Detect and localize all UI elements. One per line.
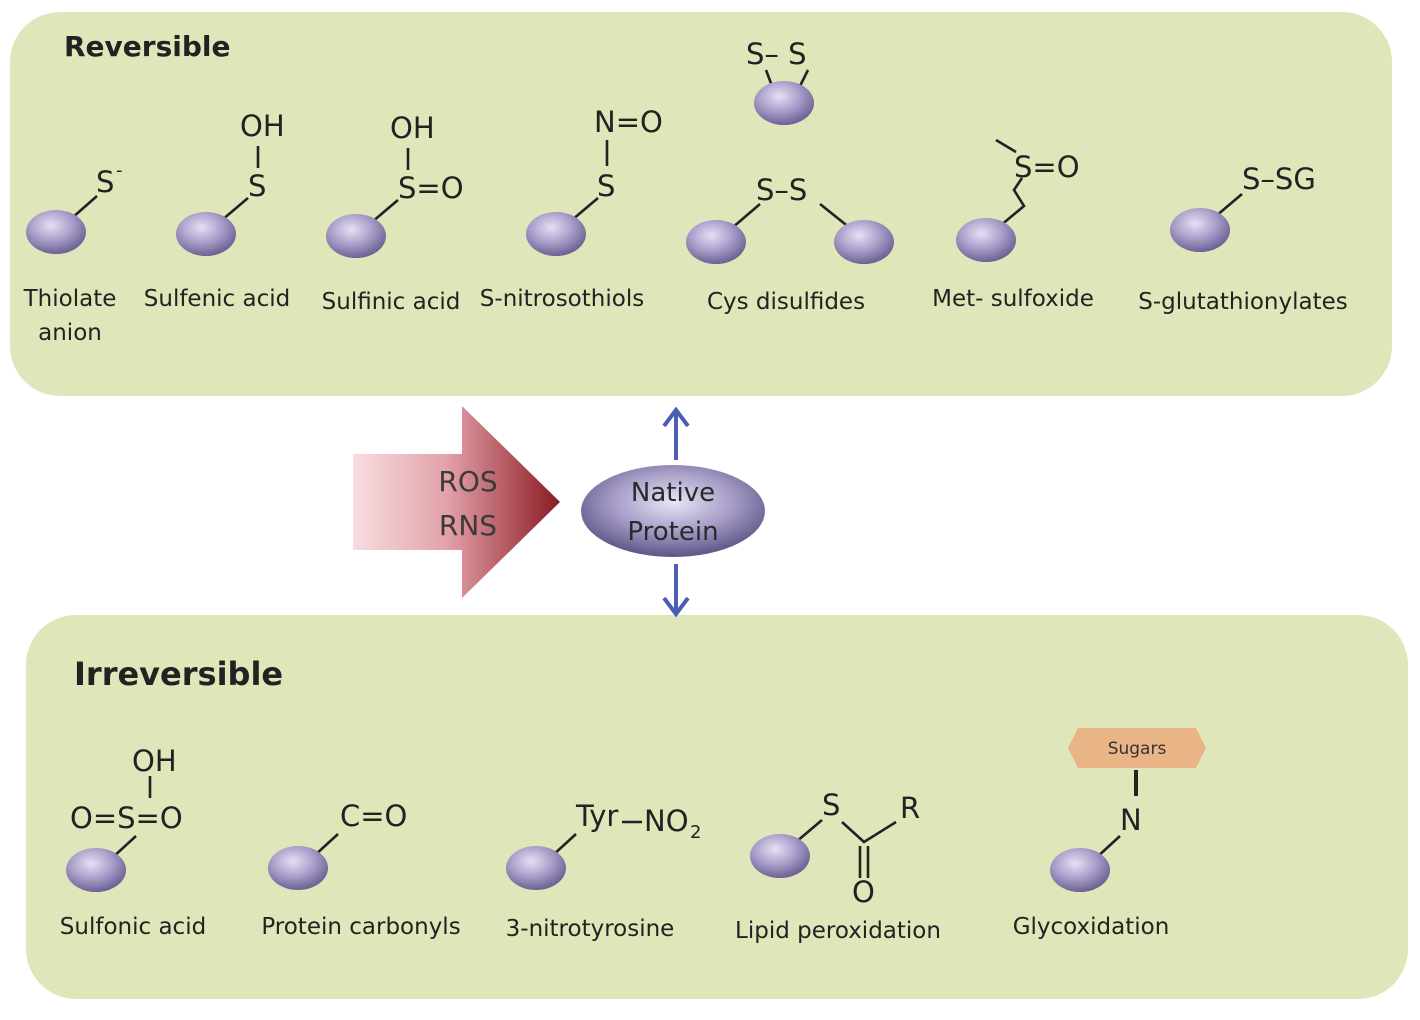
tyrosine-label: Tyr xyxy=(575,799,618,833)
protein-label: Protein xyxy=(627,517,718,547)
ros-rns-arrow: ROS RNS xyxy=(353,406,560,598)
label-glycoxidation: Glycoxidation xyxy=(1012,914,1170,940)
nitrogen-atom: N xyxy=(1120,803,1142,837)
disulfide-bond: S– S xyxy=(746,37,807,71)
ros-label: ROS xyxy=(438,465,497,498)
protein-bead xyxy=(268,846,328,890)
rns-label: RNS xyxy=(439,509,497,542)
glutathione-group: S–SG xyxy=(1242,162,1316,196)
nitrotyrosine-structure: Tyr NO 2 xyxy=(506,799,701,890)
protein-bead xyxy=(176,212,236,256)
label-met-sulfoxide: Met- sulfoxide xyxy=(932,286,1094,312)
protein-carbonyl-structure: C=O xyxy=(268,799,407,890)
label-s-nitrosothiols: S-nitrosothiols xyxy=(479,286,645,312)
sulfinic-acid-structure: OH S=O xyxy=(326,111,464,258)
label-sulfinic-acid: Sulfinic acid xyxy=(321,289,461,315)
nitro-group: NO xyxy=(644,804,689,838)
label-sulfenic-acid: Sulfenic acid xyxy=(143,286,291,312)
hydroxyl-group: OH xyxy=(132,744,177,778)
charge-sign: - xyxy=(116,160,123,181)
sulfur-atom: S xyxy=(822,788,840,822)
native-label: Native xyxy=(631,478,715,508)
protein-bead xyxy=(526,212,586,256)
down-arrow xyxy=(662,564,690,618)
label-lipid-peroxidation: Lipid peroxidation xyxy=(735,918,941,944)
sugars-label: Sugars xyxy=(1108,739,1167,759)
label-sulfonic-acid: Sulfonic acid xyxy=(59,914,207,940)
protein-bead xyxy=(1170,208,1230,252)
sulfonic-acid-structure: OH O=S=O xyxy=(66,744,183,892)
sulfoxide-group: S=O xyxy=(1014,150,1080,184)
protein-bead xyxy=(834,220,894,264)
reversible-title: Reversible xyxy=(64,30,231,63)
protein-bead xyxy=(26,210,86,254)
carbonyl-group: C=O xyxy=(340,799,407,833)
protein-bead xyxy=(686,220,746,264)
s-glutathionylate-structure: S–SG xyxy=(1170,162,1316,252)
label-cys-disulfides: Cys disulfides xyxy=(706,289,866,315)
label-protein-carbonyls: Protein carbonyls xyxy=(261,914,461,940)
thiolate-structure: S - xyxy=(26,160,123,254)
protein-bead xyxy=(750,834,810,878)
protein-bead xyxy=(956,218,1016,262)
protein-bead xyxy=(1050,848,1110,892)
hydroxyl-group: OH xyxy=(390,111,435,145)
sulfur-atom: S xyxy=(597,169,615,203)
met-sulfoxide-structure: S=O xyxy=(956,138,1080,262)
r-group: R xyxy=(900,791,920,825)
sulfonyl-group: O=S=O xyxy=(70,801,183,835)
stress-arrow-shape xyxy=(353,406,560,598)
label-3-nitrotyrosine: 3-nitrotyrosine xyxy=(505,916,675,942)
s-nitrosothiol-structure: N=O S xyxy=(526,105,663,256)
native-protein-shape xyxy=(581,465,765,557)
sulfenic-acid-structure: OH S xyxy=(176,109,285,256)
irreversible-title: Irreversible xyxy=(74,655,284,693)
disulfide-bond: S–S xyxy=(756,173,807,207)
sulfinyl-group: S=O xyxy=(398,171,464,205)
sulfur-atom: S xyxy=(248,169,266,203)
intramolecular-disulfide-structure: S– S xyxy=(746,37,814,125)
protein-bead xyxy=(506,846,566,890)
label-thiolate-anion: Thiolate anion xyxy=(23,286,117,346)
intermolecular-disulfide-structure: S–S xyxy=(686,173,894,264)
protein-bead xyxy=(326,214,386,258)
glycoxidation-structure: Sugars N xyxy=(1050,728,1206,892)
irreversible-panel xyxy=(26,615,1408,999)
up-arrow xyxy=(662,406,690,460)
sugar-tag xyxy=(1068,728,1206,768)
lipid-peroxidation-structure: S R O xyxy=(750,788,920,909)
label-s-glutathionylates: S-glutathionylates xyxy=(1138,289,1348,315)
oxygen-atom: O xyxy=(852,875,875,909)
nitroso-group: N=O xyxy=(594,105,663,139)
protein-bead xyxy=(754,81,814,125)
native-protein: Native Protein xyxy=(581,465,765,557)
hydroxyl-group: OH xyxy=(240,109,285,143)
sulfur-atom: S xyxy=(96,165,114,199)
protein-bead xyxy=(66,848,126,892)
nitro-subscript: 2 xyxy=(690,822,701,843)
